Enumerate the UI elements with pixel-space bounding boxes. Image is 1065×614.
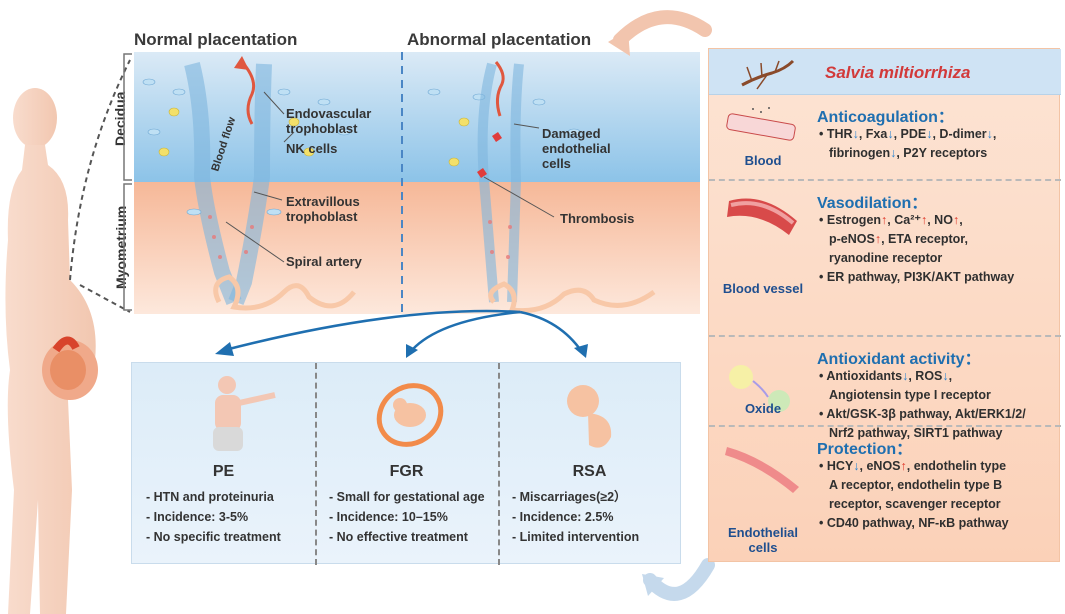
pe-item-2: Incidence: 3-5% [146, 507, 281, 527]
salvia-header: Salvia miltiorrhiza [709, 49, 1061, 95]
pe-item-3: No specific treatment [146, 527, 281, 547]
rsa-item-1: Miscarriages(≥2） [512, 487, 639, 507]
section-2-list: Antioxidants↓, ROS↓,Angiotensin type I r… [819, 367, 1026, 443]
thrombosis-label: Thrombosis [560, 211, 635, 226]
section-0-icon-label: Blood [744, 153, 782, 168]
fgr-fetus-icon [376, 383, 444, 447]
abnormal-placentation-title: Abnormal placentation [407, 30, 592, 49]
section-1: Blood vessel Vasodilation：Estrogen↑, Ca²⁺… [709, 181, 1061, 337]
pregnant-woman-illustration [5, 88, 98, 614]
section-2-heading: Antioxidant activity： [817, 351, 981, 368]
section-0: Blood Anticoagulation：THR↓, Fxa↓, PDE↓, D… [709, 95, 1061, 181]
section-2-icon-label: Oxide [744, 401, 782, 416]
section-2: Oxide Antioxidant activity：Antioxidants↓,… [709, 337, 1061, 440]
section-item: THR↓, Fxa↓, PDE↓, D-dimer↓,fibrinogen↓, … [819, 125, 997, 163]
rsa-item-3: Limited intervention [512, 527, 639, 547]
section-3-icon [723, 437, 803, 502]
zoom-lines [69, 59, 131, 313]
section-2-icon [723, 359, 803, 424]
section-0-heading: Anticoagulation： [817, 109, 954, 126]
fgr-title: FGR [389, 463, 424, 480]
section-1-icon [723, 191, 803, 246]
disease-arrows [215, 309, 588, 358]
salvia-root-icon [741, 59, 795, 90]
pe-title: PE [212, 463, 235, 480]
fgr-item-2: Incidence: 10–15% [329, 507, 485, 527]
section-item: Akt/GSK-3β pathway, Akt/ERK1/2/Nrf2 path… [819, 405, 1025, 443]
disease-panel: PE HTN and proteinuriaIncidence: 3-5%No … [131, 362, 681, 565]
disease-fgr: FGR Small for gestational ageIncidence: … [315, 363, 498, 565]
nk-cells-label: NK cells [286, 141, 338, 156]
section-0-list: THR↓, Fxa↓, PDE↓, D-dimer↓,fibrinogen↓, … [819, 125, 997, 163]
section-1-icon-label: Blood vessel [722, 281, 804, 296]
pe-item-1: HTN and proteinuria [146, 487, 281, 507]
normal-placentation-title: Normal placentation [134, 30, 298, 49]
rsa-title: RSA [572, 463, 607, 480]
section-0-icon [723, 105, 799, 150]
section-item: Antioxidants↓, ROS↓,Angiotensin type I r… [819, 367, 1026, 405]
placentation-illustration: Blood flow [134, 52, 700, 314]
section-1-list: Estrogen↑, Ca²⁺↑, NO↑,p-eNOS↑, ETA recep… [819, 211, 1014, 287]
disease-rsa: RSA Miscarriages(≥2）Incidence: 2.5%Limit… [498, 363, 681, 565]
section-1-heading: Vasodilation： [817, 195, 928, 212]
pe-figure-icon [213, 376, 276, 451]
salvia-title: Salvia miltiorrhiza [825, 63, 971, 82]
rsa-item-2: Incidence: 2.5% [512, 507, 639, 527]
fgr-item-1: Small for gestational age [329, 487, 485, 507]
spiral-artery-label: Spiral artery [286, 254, 362, 269]
section-item: CD40 pathway, NF-κB pathway [819, 514, 1009, 533]
layer-brackets [123, 53, 132, 311]
curved-arrows [608, 10, 715, 601]
rsa-embryo-icon [567, 385, 612, 448]
section-item: Estrogen↑, Ca²⁺↑, NO↑,p-eNOS↑, ETA recep… [819, 211, 1014, 268]
section-3-heading: Protection： [817, 441, 913, 458]
salvia-panel: Salvia miltiorrhiza Blood Anticoagulation… [708, 48, 1061, 563]
fgr-item-3: No effective treatment [329, 527, 485, 547]
disease-pe: PE HTN and proteinuriaIncidence: 3-5%No … [132, 363, 315, 565]
section-item: ER pathway, PI3K/AKT pathway [819, 268, 1014, 287]
